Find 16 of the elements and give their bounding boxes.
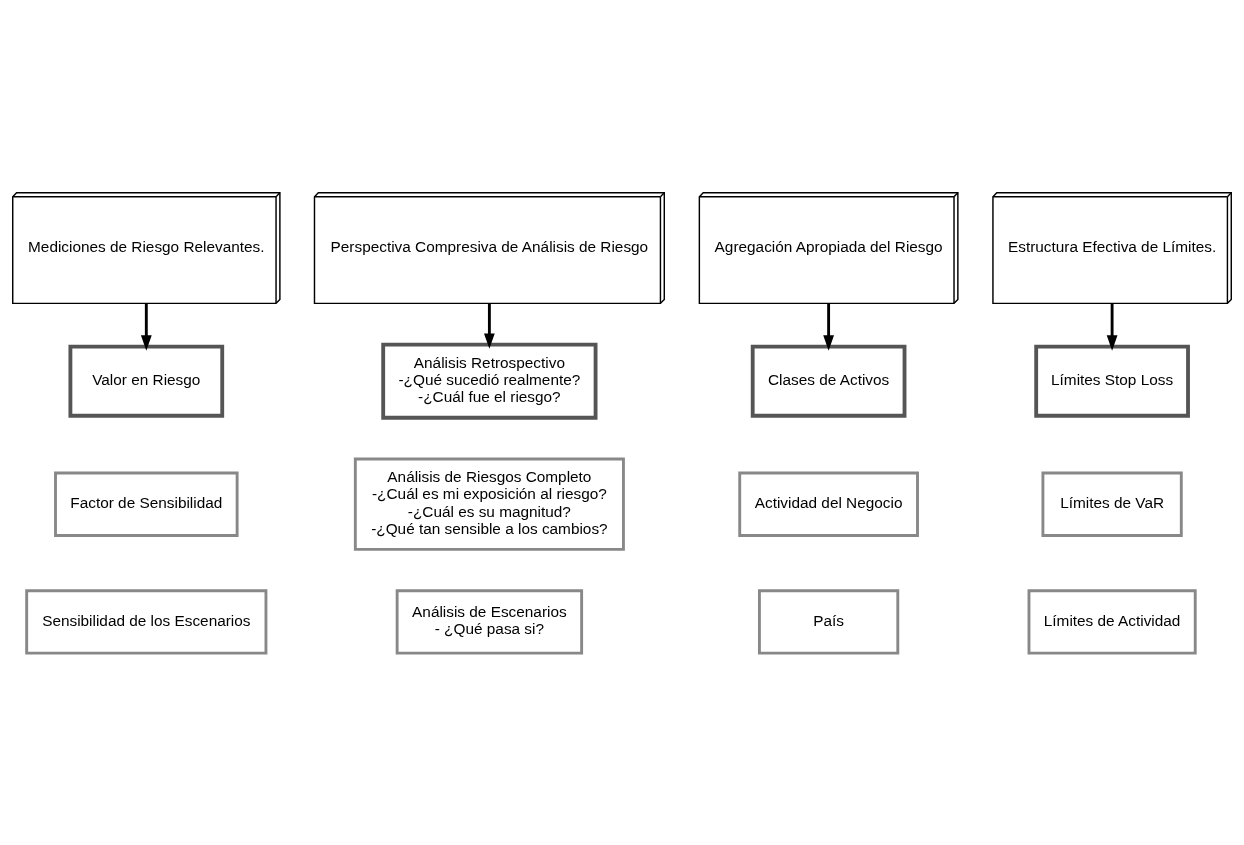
node-box: Sensibilidad de los Escenarios — [25, 588, 268, 655]
node-box: Clases de Activos — [750, 344, 907, 418]
node-box: Límites de Actividad — [1027, 588, 1197, 655]
node-box: Análisis de Escenarios - ¿Qué pasa si? — [395, 588, 584, 655]
node-box: Límites de VaR — [1041, 471, 1183, 537]
node-box: Actividad del Negocio — [738, 471, 919, 537]
node-box: Análisis de Riesgos Completo -¿Cuál es mi exposición al riesgo? -¿Cuál es su magnitud? -¿Qué tan sensible a los cambios? — [353, 457, 625, 551]
arrow — [140, 303, 152, 351]
arrow — [1106, 303, 1118, 351]
arrow — [484, 303, 495, 349]
node-box: Límites Stop Loss — [1034, 344, 1190, 418]
node-box: Análisis Retrospectivo -¿Qué sucedió realmente? -¿Cuál fue el riesgo? — [381, 342, 598, 420]
node-box: Valor en Riesgo — [68, 344, 225, 418]
node-box: Factor de Sensibilidad — [54, 471, 239, 537]
arrow — [823, 303, 834, 351]
node-box: País — [757, 588, 900, 655]
